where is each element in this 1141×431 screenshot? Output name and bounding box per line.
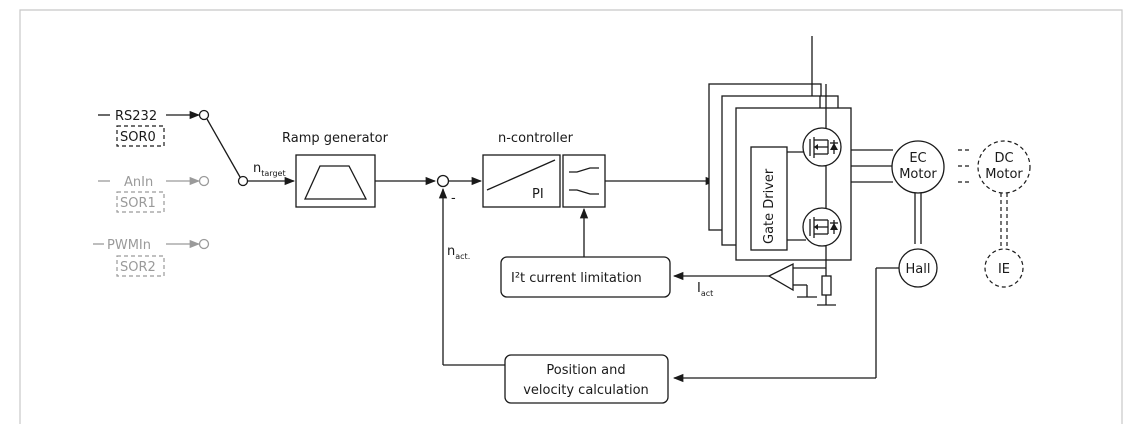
input-pwmin-label: PWMIn [107,238,151,253]
limiter-upper-icon [569,167,599,173]
summing-junction [436,174,450,188]
dc-motor-label-line2: Motor [985,167,1023,182]
selector-switch-arm [206,118,241,178]
ramp-trapezoid-icon [303,165,368,200]
ie-label: IE [998,262,1010,277]
ec-motor [891,140,945,194]
gate-driver-label: Gate Driver [762,168,777,244]
position-velocity-label-line1: Position and [546,363,625,378]
input-anin: AnIn SOR1 [98,175,210,213]
n-controller-label: n-controller [498,131,574,146]
pi-slope-icon [486,159,556,191]
ie-encoder [984,248,1024,288]
current-limitation-block [500,256,671,298]
hall-label: Hall [906,262,931,277]
switch-contact-pwmin [198,238,210,250]
sor0-label: SOR0 [120,130,156,145]
dc-motor [977,140,1031,194]
power-stage: Gate Driver [708,36,852,276]
sor1-box [116,191,165,213]
n-target-label: ntarget [253,161,286,178]
input-pwmin: PWMIn SOR2 [93,238,210,277]
sor2-label: SOR2 [120,260,156,275]
lower-mosfet-icon [802,207,842,247]
position-velocity-label-line2: velocity calculation [523,383,649,398]
diagram-frame [19,9,1123,424]
position-velocity-block [504,354,669,404]
input-rs232: RS232 SOR0 [98,109,210,147]
input-rs232-label: RS232 [115,109,157,124]
sor0-box [116,125,165,147]
input-anin-label: AnIn [124,175,153,190]
i-act-label: Iact [697,281,713,298]
gate-driver-block [750,146,788,251]
current-amplifier-icon [767,262,794,292]
ec-motor-label-line1: EC [909,151,926,166]
selector-switch-pivot [237,175,249,187]
switch-contact-rs232 [198,109,210,121]
limiter-block [562,154,606,208]
limiter-lower-icon [569,189,599,195]
n-act-label: nact. [447,244,470,261]
dc-motor-label-line1: DC [994,151,1013,166]
switch-contact-anin [198,175,210,187]
sor2-box [116,255,165,277]
upper-mosfet-icon [802,127,842,167]
sor1-label: SOR1 [120,196,156,211]
pi-label: PI [532,187,544,202]
minus-sign: - [451,191,456,206]
shunt-resistor-icon [821,275,832,296]
ramp-generator-label: Ramp generator [282,131,389,146]
current-limitation-label: I²t current limitation [511,271,642,286]
ec-motor-label-line2: Motor [899,167,937,182]
